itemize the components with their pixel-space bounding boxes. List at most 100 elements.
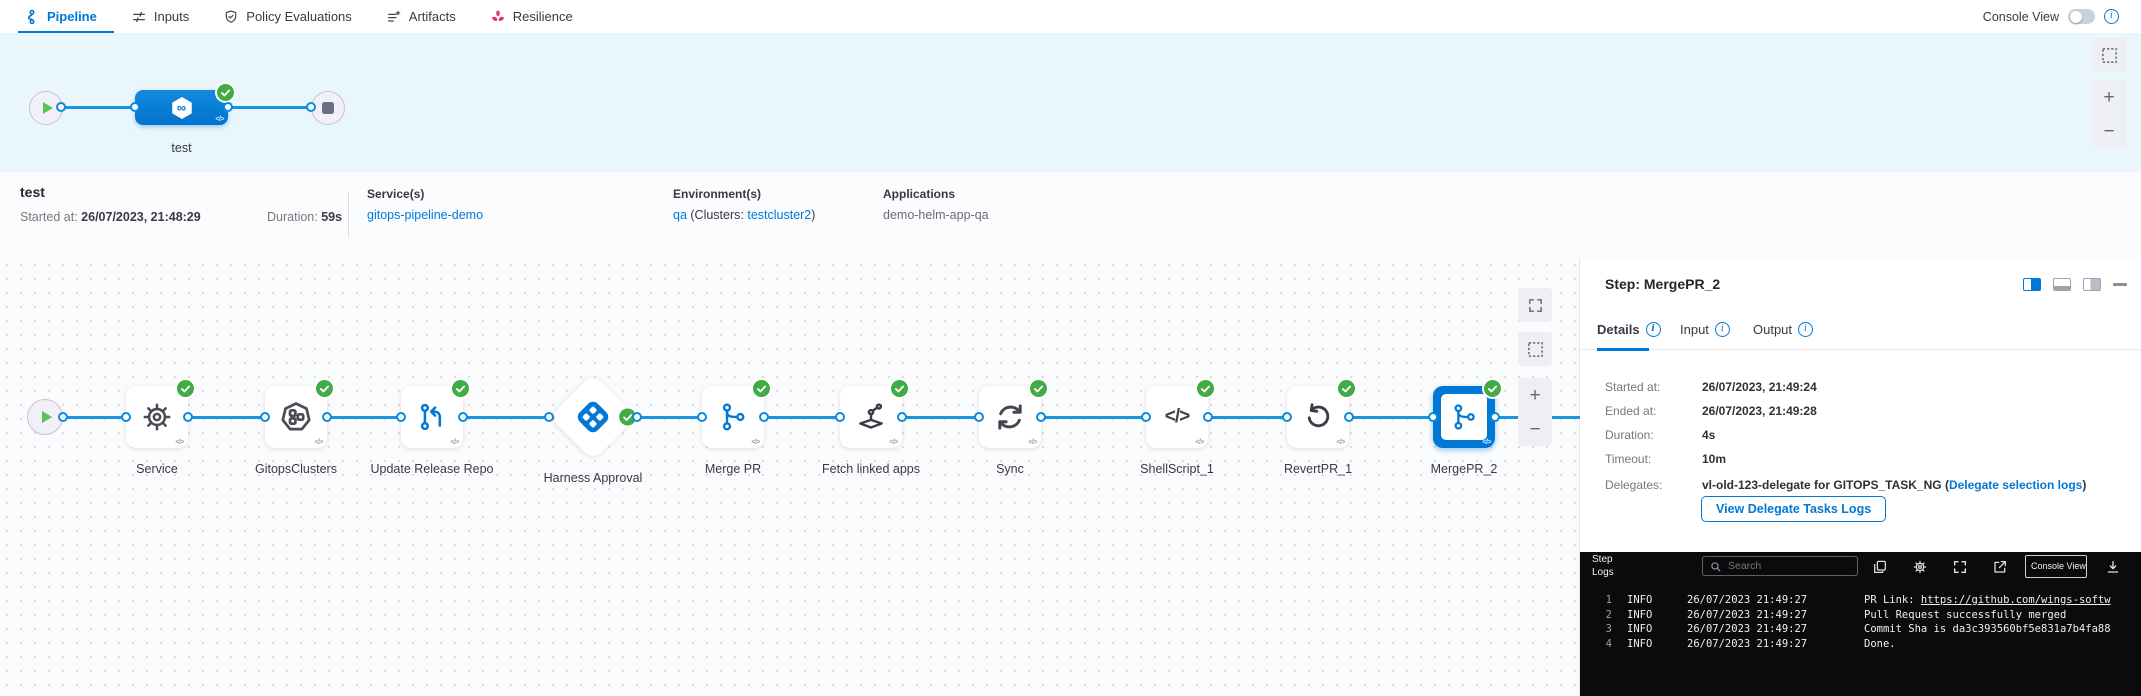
step-label: ShellScript_1: [1140, 462, 1214, 476]
sync-icon: [998, 404, 1022, 430]
tab-details[interactable]: Details i: [1597, 322, 1661, 337]
step-node-mergepr-2[interactable]: </> MergePR_2: [1394, 378, 1534, 478]
step-node-service[interactable]: </> Service: [87, 378, 227, 478]
tab-label: Inputs: [153, 9, 190, 24]
right-dock-icon[interactable]: [2083, 278, 2101, 291]
success-check-icon: [1028, 378, 1049, 399]
info-icon[interactable]: i: [1645, 322, 1661, 337]
selection-mode-button[interactable]: [2092, 38, 2126, 72]
step-node-sync[interactable]: </> Sync: [940, 378, 1080, 478]
download-icon[interactable]: [2105, 559, 2121, 575]
connector-dot: [130, 102, 140, 112]
step-logs-console: Step Logs: [1580, 552, 2141, 696]
view-delegate-tasks-logs-button[interactable]: View Delegate Tasks Logs: [1701, 496, 1887, 522]
play-icon: [42, 102, 53, 114]
step-node-shellscript-1[interactable]: </> </> ShellScript_1: [1107, 378, 1247, 478]
connector-dot: [260, 412, 270, 422]
search-icon: [1711, 561, 1721, 571]
services-column: Service(s) gitops-pipeline-demo: [367, 187, 484, 222]
tab-output[interactable]: Output i: [1753, 322, 1814, 337]
step-label: RevertPR_1: [1283, 462, 1353, 476]
connector-dot: [223, 102, 233, 112]
applications-column: Applications demo-helm-app-qa: [883, 187, 989, 222]
delegate-selection-logs-link[interactable]: Delegate selection logs: [1948, 478, 2083, 492]
bottom-dock-icon[interactable]: [2053, 278, 2071, 291]
zoom-in-button[interactable]: +: [1529, 384, 1541, 406]
zoom-out-button[interactable]: −: [1529, 418, 1541, 440]
step-node-revertpr-1[interactable]: </> RevertPR_1: [1248, 378, 1388, 478]
fullscreen-button[interactable]: [1518, 288, 1552, 322]
cluster-link[interactable]: testcluster2: [747, 208, 812, 222]
connector-dot: [1428, 412, 1438, 422]
step-node-harness-approval[interactable]: Harness Approval: [523, 373, 663, 487]
connector-dot: [1344, 412, 1354, 422]
tab-resilience[interactable]: Resilience: [490, 9, 573, 25]
tab-input[interactable]: Input i: [1680, 322, 1730, 337]
info-icon[interactable]: i: [2104, 9, 2119, 24]
connector-dot: [458, 412, 468, 422]
copy-icon[interactable]: [1872, 559, 1888, 575]
code-glyph: </>: [751, 439, 760, 446]
connector-dot: [1490, 412, 1500, 422]
environment-link[interactable]: qa: [673, 208, 687, 222]
success-check-icon: [751, 378, 772, 399]
pipeline-icon: [27, 9, 35, 24]
tab-policy-evaluations[interactable]: Policy Evaluations: [223, 9, 352, 25]
selection-icon: [2101, 47, 2117, 63]
environments-column: Environment(s) qa (Clusters: testcluster…: [673, 187, 816, 222]
settings-gear-icon[interactable]: [1912, 559, 1928, 575]
tab-inputs[interactable]: Inputs: [131, 9, 189, 25]
fullscreen-icon: [1528, 298, 1542, 312]
success-check-icon: [889, 378, 910, 399]
code-glyph: </>: [1482, 439, 1491, 446]
field-value: 26/07/2023, 21:49:28: [1702, 404, 1817, 418]
expand-icon[interactable]: [1952, 559, 1968, 575]
code-glyph: </>: [1336, 439, 1345, 446]
connector-dot: [183, 412, 193, 422]
stop-button[interactable]: [311, 91, 345, 125]
field-label: Timeout:: [1605, 452, 1652, 466]
minimize-icon[interactable]: [2113, 283, 2127, 286]
connector-dot: [306, 102, 316, 112]
info-icon[interactable]: i: [1714, 322, 1730, 337]
connector-dot: [1036, 412, 1046, 422]
toggle-knob: [2069, 10, 2082, 23]
code-glyph: </>: [1028, 439, 1037, 446]
service-link[interactable]: gitops-pipeline-demo: [367, 208, 484, 222]
console-view-toggle[interactable]: [2068, 9, 2095, 24]
split-view-icon[interactable]: [2023, 278, 2041, 291]
success-check-icon: [215, 82, 236, 103]
step-details-panel: Step: MergePR_2 Details i Input i Output: [1580, 258, 2141, 696]
open-in-new-icon[interactable]: [1992, 559, 2008, 575]
zoom-in-button[interactable]: +: [2103, 86, 2115, 108]
step-node-merge-pr[interactable]: </> Merge PR: [663, 378, 803, 478]
success-check-icon: [450, 378, 471, 399]
tab-artifacts[interactable]: Artifacts: [386, 9, 456, 25]
update-release-icon: [420, 403, 442, 431]
code-glyph: </>: [175, 439, 184, 446]
info-icon[interactable]: i: [1798, 322, 1814, 337]
stop-icon: [322, 102, 334, 114]
zoom-out-button[interactable]: −: [2103, 120, 2115, 142]
search-input[interactable]: [1726, 559, 1840, 573]
field-label: Ended at:: [1605, 404, 1657, 418]
success-check-icon: [175, 378, 196, 399]
connector-dot: [1203, 412, 1213, 422]
step-node-gitopsclusters[interactable]: </> GitopsClusters: [226, 378, 366, 478]
artifacts-icon: [387, 10, 401, 22]
step-node-fetch-linked-apps[interactable]: </> Fetch linked apps: [801, 378, 941, 478]
step-label: Merge PR: [704, 462, 762, 476]
step-label: MergePR_2: [1430, 462, 1498, 476]
gear-icon: [143, 403, 171, 431]
pr-link[interactable]: https://github.com/wings-softw: [1920, 594, 2111, 606]
stage-node-test[interactable]: ∞ </>: [135, 82, 236, 125]
step-node-update-release-repo[interactable]: </> Update Release Repo: [362, 378, 502, 478]
tab-pipeline[interactable]: Pipeline: [24, 9, 97, 25]
console-view-button[interactable]: Console View: [2025, 555, 2087, 578]
step-label: Service: [136, 462, 178, 476]
selection-mode-button[interactable]: [1518, 332, 1552, 366]
execution-meta-bar: test Started at: 26/07/2023, 21:48:29 Du…: [0, 172, 2141, 259]
